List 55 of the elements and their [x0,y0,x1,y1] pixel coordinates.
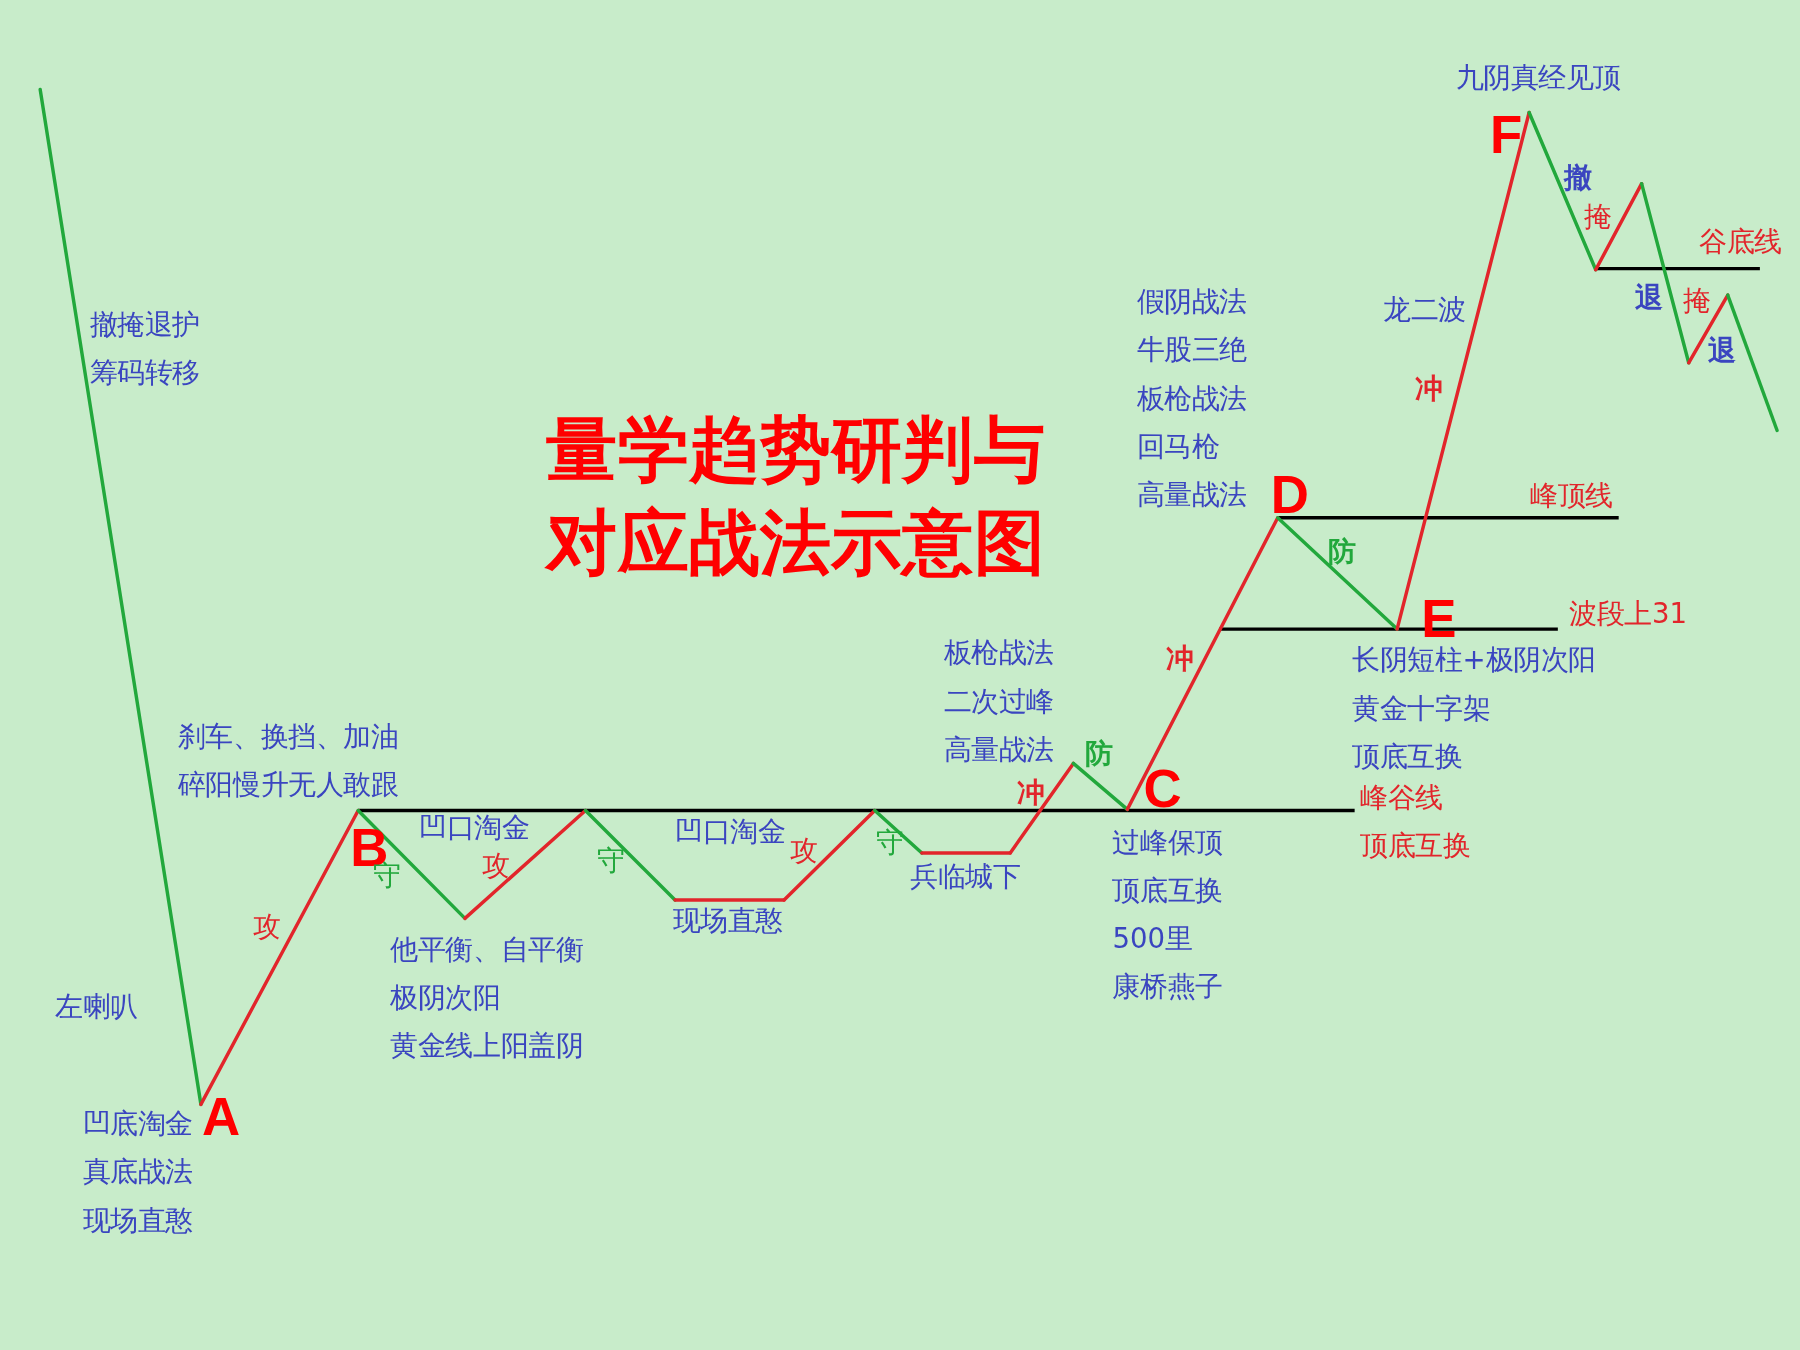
tactic-label: 左喇叭 [55,991,138,1023]
tactic-label: 顶底互换 [1352,741,1463,772]
tactic-label: 顶底互换 [1112,875,1223,907]
phase-label: 防 [1084,739,1113,770]
phase-label: 冲 [1166,644,1194,675]
tactic-label: 凹底淘金 [82,1108,193,1140]
tactic-label: 撤掩退护 [89,309,200,341]
tactic-label: 板枪战法 [943,638,1054,669]
tactic-label: 极阴次阳 [390,982,501,1013]
phase-label: 掩 [1584,202,1612,233]
tactic-label: 高量战法 [943,734,1054,765]
tactic-label: 九阴真经见顶 [1455,63,1621,94]
line-label: 峰谷线 [1360,782,1444,814]
tactic-label: 过峰保顶 [1112,827,1223,858]
line-label: 波段上31 [1569,599,1688,630]
phase-label: 掩 [1682,285,1711,317]
tactic-label: 黄金十字架 [1352,693,1491,724]
tactic-label: 板枪战法 [1136,383,1247,414]
phase-label: 退 [1634,282,1663,313]
phase-label: 退 [1708,336,1736,367]
tactic-label: 高量战法 [1136,479,1247,511]
tactic-label: 龙二波 [1383,295,1466,326]
tactic-label: 康桥燕子 [1112,972,1223,1003]
tactic-label: 二次过峰 [943,686,1054,717]
point-letter: A [202,1088,241,1147]
tactic-label: 黄金线上阳盖阴 [390,1030,584,1062]
phase-label: 守 [596,846,625,877]
tactic-label: 假阴战法 [1136,287,1247,318]
tactic-label: 刹车、换挡、加油 [177,722,399,753]
tactic-label: 筹码转移 [89,358,200,389]
tactic-label: 碎阳慢升无人敢跟 [177,770,399,801]
phase-label: 冲 [1415,374,1444,405]
tactic-label: 现场直憨 [672,905,783,937]
point-letter: C [1143,760,1182,819]
tactic-label: 他平衡、自平衡 [390,934,584,965]
tactic-label: 回马枪 [1136,431,1220,462]
tactic-label: 牛股三绝 [1136,335,1247,366]
phase-label: 防 [1328,537,1356,568]
point-letter: D [1270,466,1309,525]
line-label: 峰顶线 [1530,481,1613,512]
line-label: 谷底线 [1699,227,1782,258]
phase-label: 冲 [1017,778,1045,809]
phase-label: 撤 [1563,163,1592,194]
tactic-label: 凹口淘金 [675,817,786,848]
tactic-label: 兵临城下 [910,862,1021,893]
tactic-label: 500里 [1112,924,1193,955]
phase-label: 攻 [252,911,281,942]
phase-label: 攻 [789,835,818,867]
title: 量学趋势研判与对应战法示意图 [546,406,1046,586]
line-label: 顶底互换 [1360,831,1471,862]
point-letter: F [1490,105,1523,164]
tactic-label: 真底战法 [82,1157,193,1188]
phase-label: 攻 [482,850,510,881]
tactic-label: 现场直憨 [82,1205,193,1236]
tactic-label: 凹口淘金 [419,812,530,844]
